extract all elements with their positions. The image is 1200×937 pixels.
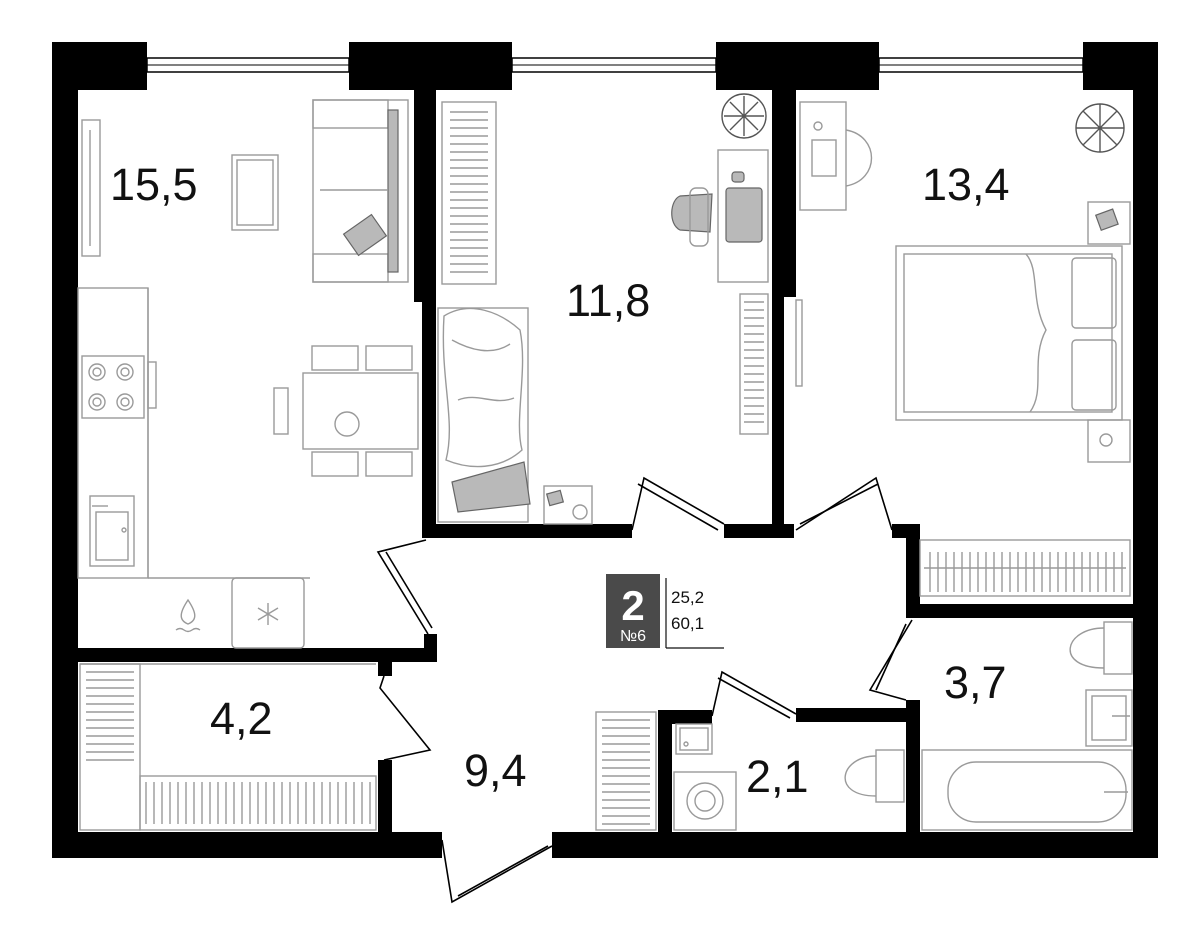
toilet-furniture (673, 723, 905, 831)
storage-furniture (79, 663, 377, 831)
room-area-bedroom-small: 11,8 (566, 275, 650, 326)
toilet-icon (1069, 621, 1133, 675)
stove-icon (81, 355, 157, 419)
bedroom-small-furniture (437, 93, 769, 525)
chair (671, 187, 713, 247)
room-area-bedroom-large: 13,4 (922, 159, 1010, 210)
doors (376, 476, 913, 904)
room-area-hallway: 9,4 (464, 745, 527, 796)
windows (146, 57, 1084, 73)
room-labels: 15,5 11,8 13,4 4,2 9,4 2,1 3,7 (110, 159, 1010, 802)
living-area: 25,2 (671, 588, 704, 607)
sink-icon (89, 495, 135, 567)
water-drop-icon (175, 598, 201, 633)
plant-icon (721, 93, 767, 139)
total-area: 60,1 (671, 614, 704, 633)
room-area-toilet: 2,1 (746, 751, 809, 802)
room-area-living-kitchen: 15,5 (110, 159, 198, 210)
walls (52, 42, 1158, 858)
room-area-storage: 4,2 (210, 693, 273, 744)
bedroom-large-furniture (795, 101, 1131, 597)
rooms-count: 2 (621, 582, 644, 629)
bathtub-icon (921, 749, 1133, 831)
living-room-furniture (77, 99, 419, 649)
bathroom-furniture (921, 621, 1133, 831)
plant-icon (1075, 103, 1125, 153)
fridge-icon (231, 577, 305, 649)
washing-machine-icon (673, 771, 737, 831)
hallway-furniture (595, 711, 657, 831)
toilet-icon (844, 749, 905, 803)
room-area-bathroom: 3,7 (944, 657, 1007, 708)
apartment-badge: 2 №6 25,2 60,1 (606, 574, 724, 649)
sink-icon (675, 723, 713, 755)
sink-icon (1085, 689, 1133, 747)
apartment-number: №6 (620, 628, 646, 645)
